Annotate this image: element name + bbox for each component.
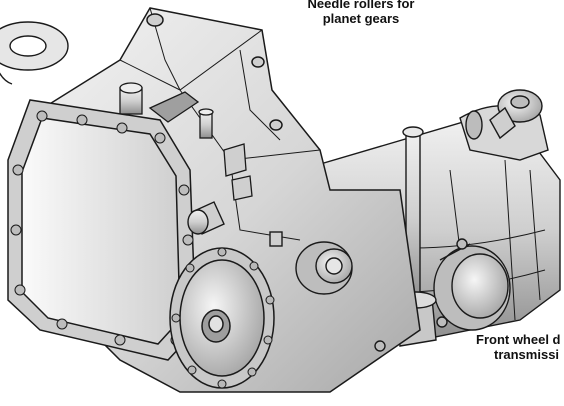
output-cover: [433, 243, 511, 331]
callout-bottom-line1: Front wheel d: [476, 332, 561, 347]
side-cover: [169, 247, 275, 389]
washer-part: [0, 21, 69, 85]
top-fittings: [119, 82, 253, 201]
callout-needle-rollers: Needle rollers for planet gears: [286, 0, 436, 26]
side-fittings: [187, 201, 468, 352]
oil-pan: [7, 99, 197, 361]
callout-top-line1: Needle rollers for: [307, 0, 415, 11]
callout-top-line2: planet gears: [322, 11, 400, 26]
side-cover-bolts: [171, 247, 275, 389]
callout-front-wheel: Front wheel d transmissi: [476, 332, 564, 362]
callout-bottom-line2: transmissi: [494, 347, 560, 362]
